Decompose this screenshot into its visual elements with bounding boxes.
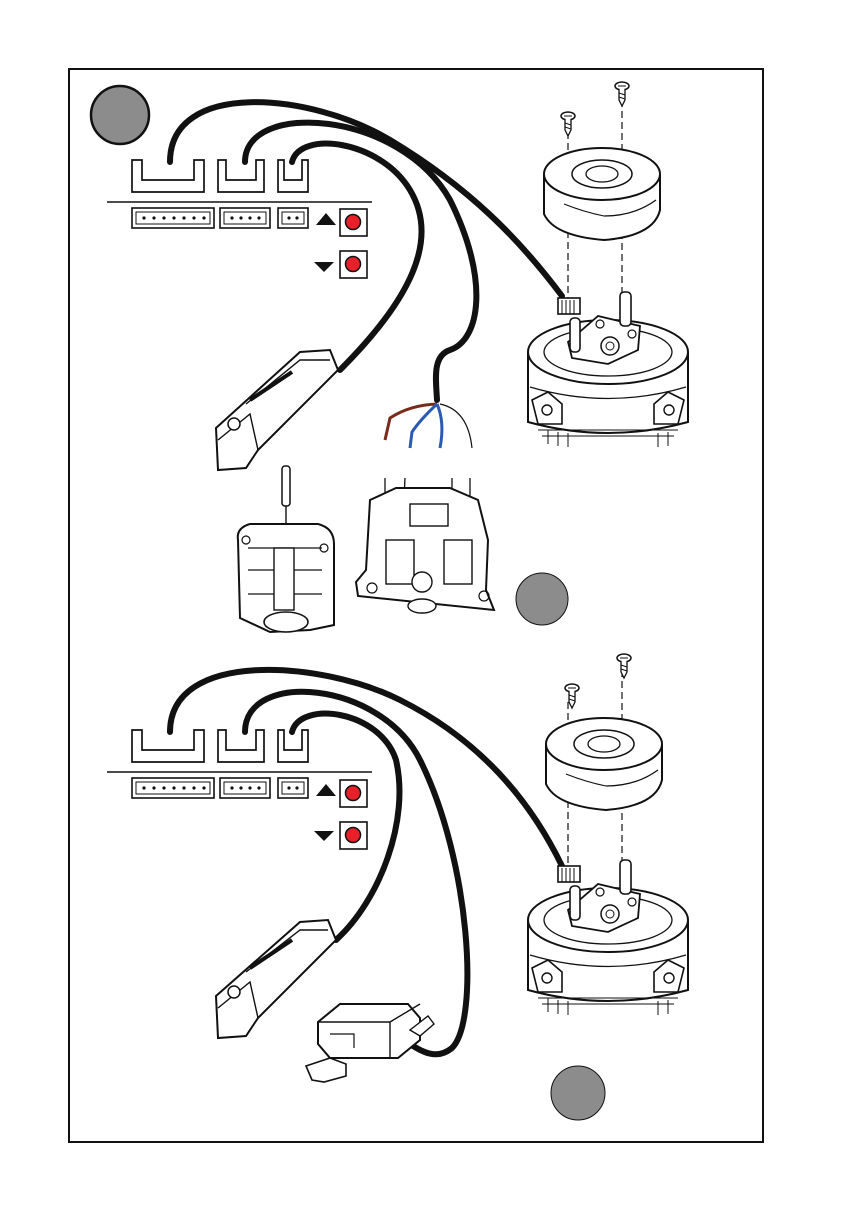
motor — [528, 860, 688, 1015]
limit-switch — [216, 350, 338, 470]
connector-block-lower — [107, 730, 372, 798]
connector-block-upper — [107, 160, 372, 228]
motor — [528, 292, 688, 447]
motor-cover — [544, 148, 660, 240]
arrow-down-icon — [314, 262, 334, 272]
screw-icon — [561, 112, 575, 136]
arrow-up-icon — [316, 784, 336, 796]
arrow-up-icon — [316, 213, 336, 225]
step-badge-2 — [516, 573, 568, 625]
arrow-down-icon — [314, 831, 334, 841]
down-button[interactable] — [340, 822, 367, 849]
down-button[interactable] — [340, 251, 367, 278]
up-button[interactable] — [340, 780, 367, 807]
screw-icon — [617, 654, 631, 678]
step-badge-1 — [91, 86, 149, 144]
motor-cover — [546, 718, 662, 810]
terminal-block — [356, 478, 494, 613]
panel-lower — [107, 654, 688, 1120]
sensor-housing — [238, 466, 334, 632]
up-button[interactable] — [340, 209, 367, 236]
sensor-clip — [306, 1004, 434, 1082]
limit-switch — [216, 920, 336, 1038]
panel-upper — [91, 82, 688, 632]
wire-white — [440, 404, 472, 448]
screw-icon — [565, 684, 579, 708]
step-badge-3 — [551, 1066, 605, 1120]
screw-icon — [615, 82, 629, 106]
wire-blue — [410, 404, 442, 448]
